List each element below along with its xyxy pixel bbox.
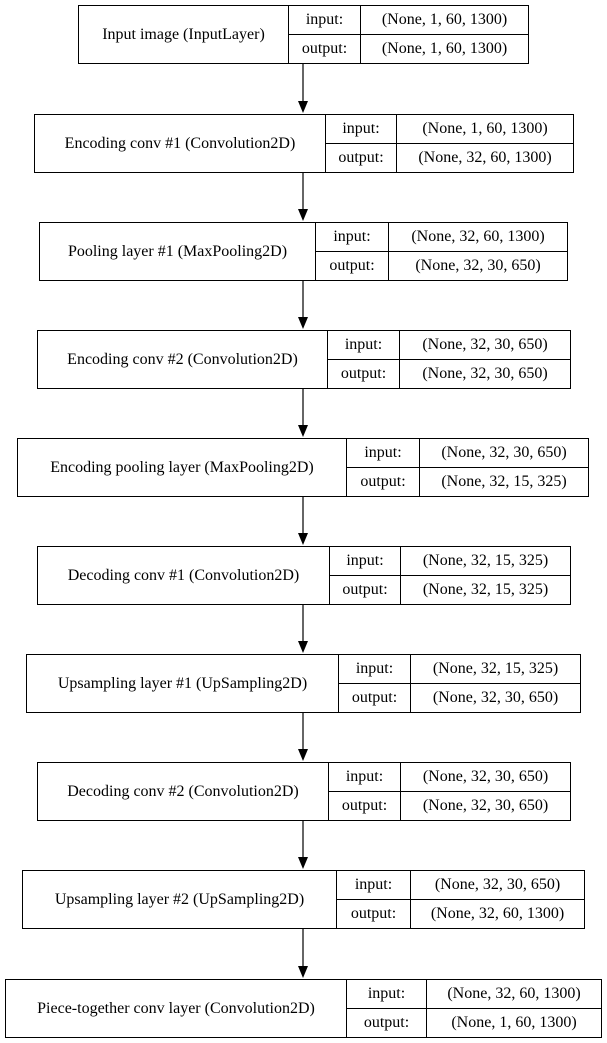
arrow-head [298,317,308,329]
arrow-head [298,966,308,978]
input-shape: (None, 32, 60, 1300) [427,980,601,1009]
input-shape: (None, 32, 30, 650) [400,331,570,360]
io-label-column: input: output: [328,331,400,388]
layer-node: Piece-together conv layer (Convolution2D… [5,979,602,1038]
io-label-column: input: output: [329,763,401,820]
layer-node: Input image (InputLayer)input: output: (No… [78,5,529,64]
io-label-column: input: output: [339,655,411,712]
layer-node: Pooling layer #1 (MaxPooling2D)input: out… [39,222,568,281]
output-label: output: [363,1014,410,1031]
io-shape-column: (None, 32, 15, 325) (None, 32, 15, 325) [401,547,570,604]
output-shape: (None, 32, 60, 1300) [430,905,565,922]
io-label-column: input: output: [326,115,397,172]
io-label-column: input: output: [289,6,361,63]
output-shape: (None, 32, 60, 1300) [418,149,552,166]
layer-name: Encoding pooling layer (MaxPooling2D) [18,439,347,496]
input-label: input: [347,439,419,468]
arrow-head [298,641,308,653]
layer-name: Input image (InputLayer) [79,6,289,63]
input-label: input: [347,980,426,1009]
io-shape-column: (None, 32, 60, 1300) (None, 1, 60, 1300) [427,980,601,1037]
output-shape: (None, 32, 30, 650) [432,689,559,706]
input-label: input: [316,223,388,252]
layer-name: Decoding conv #1 (Convolution2D) [38,547,330,604]
input-label: input: [289,6,360,35]
io-label-column: input: output: [316,223,389,280]
output-shape: (None, 32, 15, 325) [441,473,567,490]
layer-node: Upsampling layer #2 (UpSampling2D)input:… [22,870,585,929]
io-label-column: input: output: [330,547,401,604]
output-label: output: [342,581,388,598]
layer-name: Upsampling layer #2 (UpSampling2D) [23,871,337,928]
input-shape: (None, 1, 60, 1300) [397,115,573,144]
io-shape-column: (None, 32, 30, 650) (None, 32, 30, 650) [401,763,570,820]
layer-node: Decoding conv #2 (Convolution2D)input: ou… [37,762,571,821]
output-label: output: [340,365,387,382]
io-shape-column: (None, 32, 30, 650) (None, 32, 15, 325) [420,439,588,496]
output-shape: (None, 1, 60, 1300) [381,40,508,57]
io-shape-column: (None, 32, 60, 1300) (None, 32, 30, 650) [389,223,567,280]
layer-name: Encoding conv #2 (Convolution2D) [38,331,328,388]
input-shape: (None, 32, 15, 325) [401,547,570,576]
layer-node: Encoding pooling layer (MaxPooling2D)inp… [17,438,589,497]
input-label: input: [328,331,399,360]
input-label: input: [339,655,410,684]
io-label-column: input: output: [347,980,427,1037]
layer-name: Upsampling layer #1 (UpSampling2D) [27,655,339,712]
input-label: input: [329,763,400,792]
output-shape: (None, 1, 60, 1300) [451,1014,577,1031]
layer-node: Upsampling layer #1 (UpSampling2D)input:… [26,654,581,713]
input-shape: (None, 32, 15, 325) [411,655,580,684]
layer-name: Encoding conv #1 (Convolution2D) [35,115,326,172]
output-shape: (None, 32, 15, 325) [422,581,549,598]
input-label: input: [326,115,396,144]
arrow-head [298,857,308,869]
layer-node: Decoding conv #1 (Convolution2D)input: ou… [37,546,571,605]
input-shape: (None, 32, 60, 1300) [389,223,567,252]
layer-node: Encoding conv #2 (Convolution2D)input: ou… [37,330,571,389]
arrow-head [298,209,308,221]
input-shape: (None, 32, 30, 650) [411,871,584,900]
io-shape-column: (None, 32, 30, 650) (None, 32, 30, 650) [400,331,570,388]
io-shape-column: (None, 1, 60, 1300) (None, 1, 60, 1300) [361,6,528,63]
output-label: output: [351,689,398,706]
output-shape: (None, 32, 30, 650) [422,365,548,382]
io-shape-column: (None, 32, 15, 325) (None, 32, 30, 650) [411,655,580,712]
output-label: output: [341,797,388,814]
arrow-head [298,749,308,761]
io-label-column: input: output: [347,439,420,496]
output-shape: (None, 32, 30, 650) [415,257,541,274]
arrow-head [298,425,308,437]
io-shape-column: (None, 32, 30, 650) (None, 32, 60, 1300) [411,871,584,928]
output-label: output: [350,905,397,922]
output-shape: (None, 32, 30, 650) [422,797,549,814]
input-shape: (None, 32, 30, 650) [401,763,570,792]
layer-name: Decoding conv #2 (Convolution2D) [38,763,329,820]
input-shape: (None, 1, 60, 1300) [361,6,528,35]
arrow-head [298,533,308,545]
output-label: output: [301,40,348,57]
io-shape-column: (None, 1, 60, 1300) (None, 32, 60, 1300) [397,115,573,172]
input-label: input: [330,547,400,576]
layer-node: Encoding conv #1 (Convolution2D)input: ou… [34,114,574,173]
layer-name: Piece-together conv layer (Convolution2D… [6,980,347,1037]
layer-name: Pooling layer #1 (MaxPooling2D) [40,223,316,280]
input-shape: (None, 32, 30, 650) [420,439,588,468]
output-label: output: [329,257,375,274]
output-label: output: [338,149,384,166]
io-label-column: input: output: [337,871,411,928]
arrow-head [298,101,308,113]
input-label: input: [337,871,410,900]
output-label: output: [360,473,406,490]
